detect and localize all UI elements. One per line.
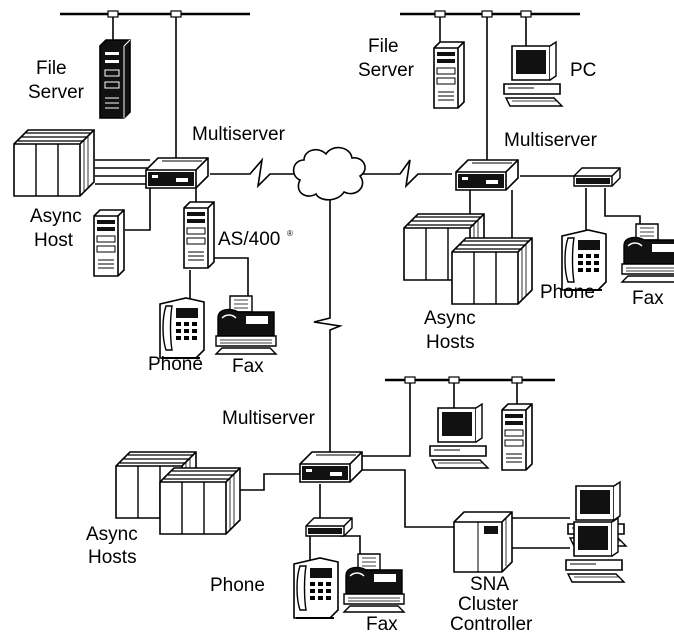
- label-file-server-right: File Server: [358, 36, 415, 81]
- modem-right-icon: [573, 167, 621, 187]
- phone-left-icon: [159, 297, 205, 359]
- label-sna: SNA Cluster Controller: [450, 574, 533, 633]
- tower-server-left-icon: [93, 209, 125, 277]
- label-fax-right: Fax: [632, 288, 664, 309]
- multiserver-bottom-icon: [299, 451, 363, 483]
- phone-right-icon: [561, 229, 607, 291]
- label-multiserver-right: Multiserver: [504, 130, 598, 151]
- network-cloud-icon: [292, 146, 366, 201]
- async-host-bottom-2-icon: [159, 467, 241, 535]
- label-async-host-left: Async Host: [30, 206, 87, 251]
- multiserver-left-icon: [145, 157, 209, 189]
- pc-icon: [503, 41, 563, 107]
- label-async-hosts-right: Async Hosts: [424, 308, 481, 353]
- file-server-left-icon: [99, 39, 131, 119]
- label-phone-right: Phone: [540, 282, 595, 303]
- async-host-left-icon: [13, 129, 95, 197]
- fax-bottom-icon: [343, 553, 405, 613]
- phone-bottom-icon: [293, 557, 339, 619]
- label-multiserver-bottom: Multiserver: [222, 408, 316, 429]
- modem-bottom-icon: [305, 517, 353, 537]
- tower-server-bottom-icon: [501, 403, 533, 471]
- label-phone-bottom: Phone: [210, 575, 265, 596]
- label-fax-left: Fax: [232, 356, 264, 377]
- multiserver-right-icon: [455, 159, 519, 191]
- sna-controller-icon: [453, 511, 513, 573]
- label-fax-bottom: Fax: [366, 614, 398, 633]
- label-multiserver-left: Multiserver: [192, 124, 286, 145]
- async-host-right-2-icon: [451, 237, 533, 305]
- file-server-right-icon: [433, 41, 465, 109]
- labels: File Server Multiserver Async Host AS/40…: [28, 36, 664, 633]
- as400-icon: [183, 201, 215, 269]
- label-phone-left: Phone: [148, 354, 203, 375]
- label-pc: PC: [570, 60, 596, 81]
- label-file-server-left: File Server: [28, 58, 85, 103]
- fax-right-icon: [621, 223, 674, 283]
- terminal-2-icon: [565, 517, 625, 583]
- label-as400: AS/400: [218, 229, 280, 250]
- label-async-hosts-bottom: Async Hosts: [86, 524, 143, 568]
- workstation-bottom-1-icon: [429, 403, 489, 469]
- label-as400-registered-mark: ®: [287, 229, 293, 238]
- fax-left-icon: [215, 295, 277, 355]
